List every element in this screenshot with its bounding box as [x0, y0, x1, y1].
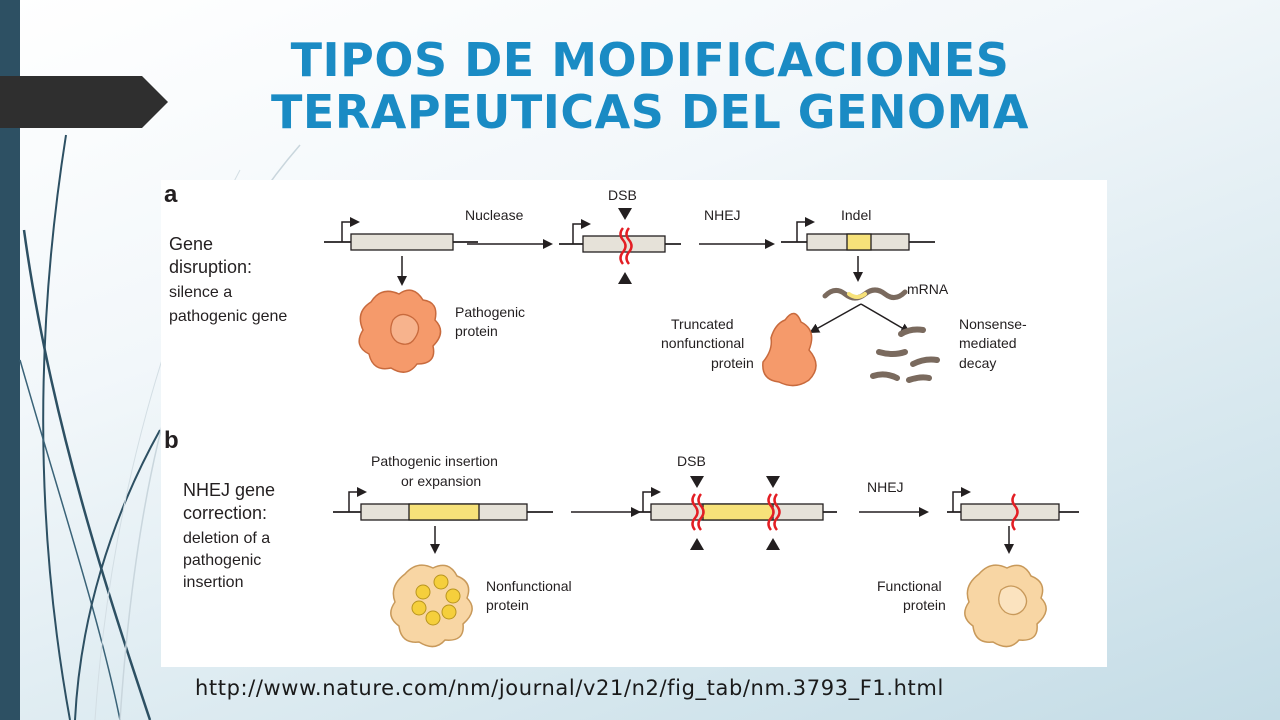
truncated-protein-blob [762, 312, 817, 387]
panel-b-dsb-label: DSB [677, 453, 706, 469]
mrna-label: mRNA [907, 281, 949, 297]
decayed-mrna-fragments [870, 326, 940, 383]
panel-b-heading-2: correction: [183, 503, 267, 523]
functional-label-2: protein [903, 597, 946, 613]
title-tab-marker [0, 76, 168, 128]
genome-editing-figure: a Gene disruption: silence a pathogenic … [161, 180, 1107, 667]
panel-b-desc-3: insertion [183, 574, 243, 591]
nonfunctional-label-2: protein [486, 597, 529, 613]
figure-diagram: a Gene disruption: silence a pathogenic … [164, 181, 1079, 648]
pathogenic-protein-blob [358, 289, 442, 373]
nuclease-label: Nuclease [465, 207, 524, 223]
truncated-label-1: Truncated [671, 316, 734, 332]
panel-b-heading-1: NHEJ gene [183, 480, 275, 500]
nonsense-label-1: Nonsense- [959, 316, 1027, 332]
panel-b-desc-2: pathogenic [183, 552, 261, 569]
panel-a-desc-1: silence a [169, 284, 232, 301]
pathogenic-insertion-region [408, 503, 480, 521]
functional-protein-blob [964, 564, 1047, 648]
insertion-label-2: or expansion [401, 473, 481, 489]
pathogenic-protein-label-2: protein [455, 323, 498, 339]
dsb-triangle-top [618, 208, 632, 220]
source-url[interactable]: http://www.nature.com/nm/journal/v21/n2/… [195, 676, 944, 700]
nonsense-label-3: decay [959, 355, 996, 371]
panel-b-gene-insertion [333, 487, 553, 521]
panel-a-nhej-label: NHEJ [704, 207, 741, 223]
panel-b-nhej-label: NHEJ [867, 479, 904, 495]
title-line-2: TERAPEUTICAS DEL GENOMA [271, 85, 1029, 139]
panel-a-gene-original [324, 217, 478, 251]
repaired-junction-mark [1011, 493, 1019, 531]
insertion-label-1: Pathogenic insertion [371, 453, 498, 469]
panel-a-gene-dsb [559, 208, 681, 284]
indel-label: Indel [841, 207, 871, 223]
truncated-label-2: nonfunctional [661, 335, 744, 351]
panel-b-desc-1: deletion of a [183, 530, 270, 547]
panel-a-gene-indel [781, 217, 935, 251]
panel-a-heading-1: Gene [169, 234, 213, 254]
title-line-1: TIPOS DE MODIFICACIONES [290, 33, 1010, 87]
left-accent-bar [0, 0, 20, 720]
panel-a-heading-2: disruption: [169, 257, 252, 277]
slide-title: TIPOS DE MODIFICACIONES TERAPEUTICAS DEL… [160, 34, 1140, 138]
nonfunctional-label-1: Nonfunctional [486, 578, 572, 594]
dsb-cut-mark [619, 227, 627, 265]
panel-b-gene-dsb [639, 476, 837, 550]
pathogenic-protein-label-1: Pathogenic [455, 304, 525, 320]
panel-b-letter: b [164, 427, 179, 454]
dsb-triangle-bottom [618, 272, 632, 284]
panel-b-gene-corrected [947, 487, 1079, 531]
indel-region [846, 233, 872, 251]
nonsense-label-2: mediated [959, 335, 1017, 351]
panel-a-desc-2: pathogenic gene [169, 308, 287, 325]
functional-label-1: Functional [877, 578, 942, 594]
truncated-label-3: protein [711, 355, 754, 371]
nonfunctional-protein-blob [390, 564, 473, 648]
panel-a-letter: a [164, 181, 178, 208]
panel-a-dsb-label: DSB [608, 187, 637, 203]
